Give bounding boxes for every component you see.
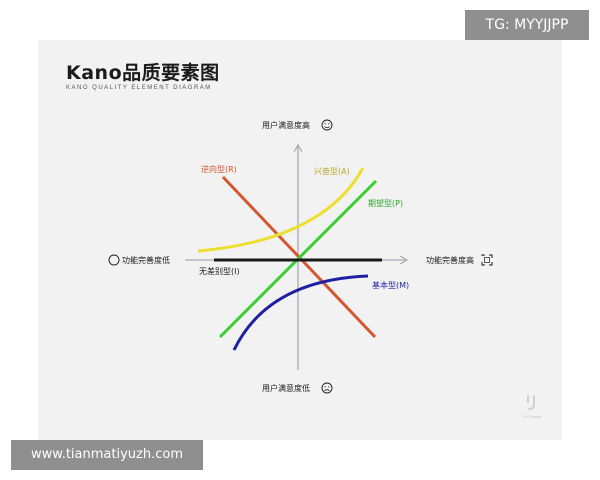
sad-face-icon xyxy=(321,382,333,394)
reverse-label: 逆向型(R) xyxy=(201,164,237,174)
kano-diagram: 用户满意度高 用户满意度低 功能完善度低 功能完善度高 逆向型(R) 兴奋型(A… xyxy=(108,119,493,394)
axis-label-top: 用户满意度高 xyxy=(262,120,310,130)
expand-icon xyxy=(481,254,493,266)
page-subtitle: KANO QUALITY ELEMENT DIAGRAM xyxy=(66,85,212,91)
attractive-label: 兴奋型(A) xyxy=(314,166,350,176)
axis-label-right: 功能完善度高 xyxy=(426,255,474,265)
performance-label: 期望型(P) xyxy=(368,198,403,208)
circle-icon xyxy=(108,254,120,266)
must-be-curve xyxy=(232,274,369,351)
indifferent-label: 无差别型(I) xyxy=(199,266,240,276)
diagram-card: Kano品质要素图 KANO QUALITY ELEMENT DIAGRAM 用… xyxy=(38,40,562,440)
must-be-label: 基本型(M) xyxy=(372,280,409,290)
watermark-url: www.tianmatiyuzh.com xyxy=(11,440,203,470)
smile-face-icon xyxy=(321,119,333,131)
brand-logo: JR Design xyxy=(516,392,548,420)
brand-logo-text: JR Design xyxy=(522,414,542,419)
watermark-badge: TG: MYYJJPP xyxy=(465,10,589,40)
axis-label-bottom: 用户满意度低 xyxy=(262,383,310,393)
attractive-curve xyxy=(197,167,365,253)
page-title: Kano品质要素图 xyxy=(66,62,220,84)
axis-label-left: 功能完善度低 xyxy=(122,255,170,265)
